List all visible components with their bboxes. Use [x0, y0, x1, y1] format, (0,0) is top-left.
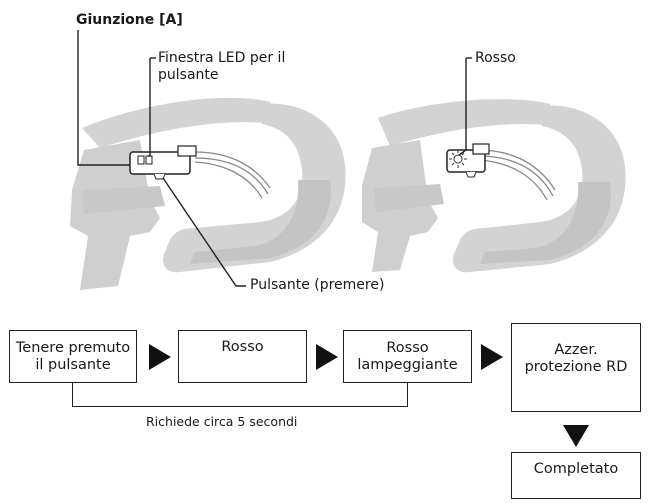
arrow-right-icon [316, 344, 338, 370]
junction-device [129, 145, 197, 180]
red-label: Rosso [475, 50, 516, 66]
button-leader-line [162, 177, 246, 287]
step-rd-protection-reset-box: Azzer. protezione RD [511, 323, 641, 412]
right-handlebar-illustration [362, 99, 626, 273]
junction-label: Giunzione [A] [76, 12, 183, 28]
step-completed-text: Completato [533, 461, 619, 477]
left-handlebar-illustration [70, 97, 346, 290]
led-window-label: Finestra LED per il pulsante [158, 50, 286, 83]
arrow-right-icon [481, 344, 503, 370]
junction-leader-line [77, 30, 130, 166]
step-red-flashing-box: Rosso lampeggiante [343, 330, 472, 383]
duration-note: Richiede circa 5 secondi [146, 414, 298, 429]
arrow-right-icon [149, 344, 171, 370]
handlebar-illustrations [70, 30, 626, 290]
red-leader-line [458, 58, 467, 156]
led-glow-icon [449, 150, 467, 168]
step-completed-box: Completato [511, 452, 641, 499]
step-hold-button-box: Tenere premuto il pulsante [9, 330, 137, 383]
junction-device-lit [446, 143, 490, 178]
step-rd-protection-reset-text: Azzer. protezione RD [524, 342, 628, 375]
bracket-bottom-line [72, 406, 408, 408]
step-red-text: Rosso [221, 339, 264, 355]
step-red-flashing-text: Rosso lampeggiante [357, 339, 458, 373]
bracket-left-line [72, 383, 74, 407]
button-press-label: Pulsante (premere) [250, 277, 385, 293]
step-red-box: Rosso [178, 330, 307, 383]
bracket-right-line [407, 383, 409, 407]
led-window-leader-line [148, 58, 151, 157]
step-hold-button-text: Tenere premuto il pulsante [15, 339, 131, 373]
arrow-down-icon [563, 425, 589, 447]
